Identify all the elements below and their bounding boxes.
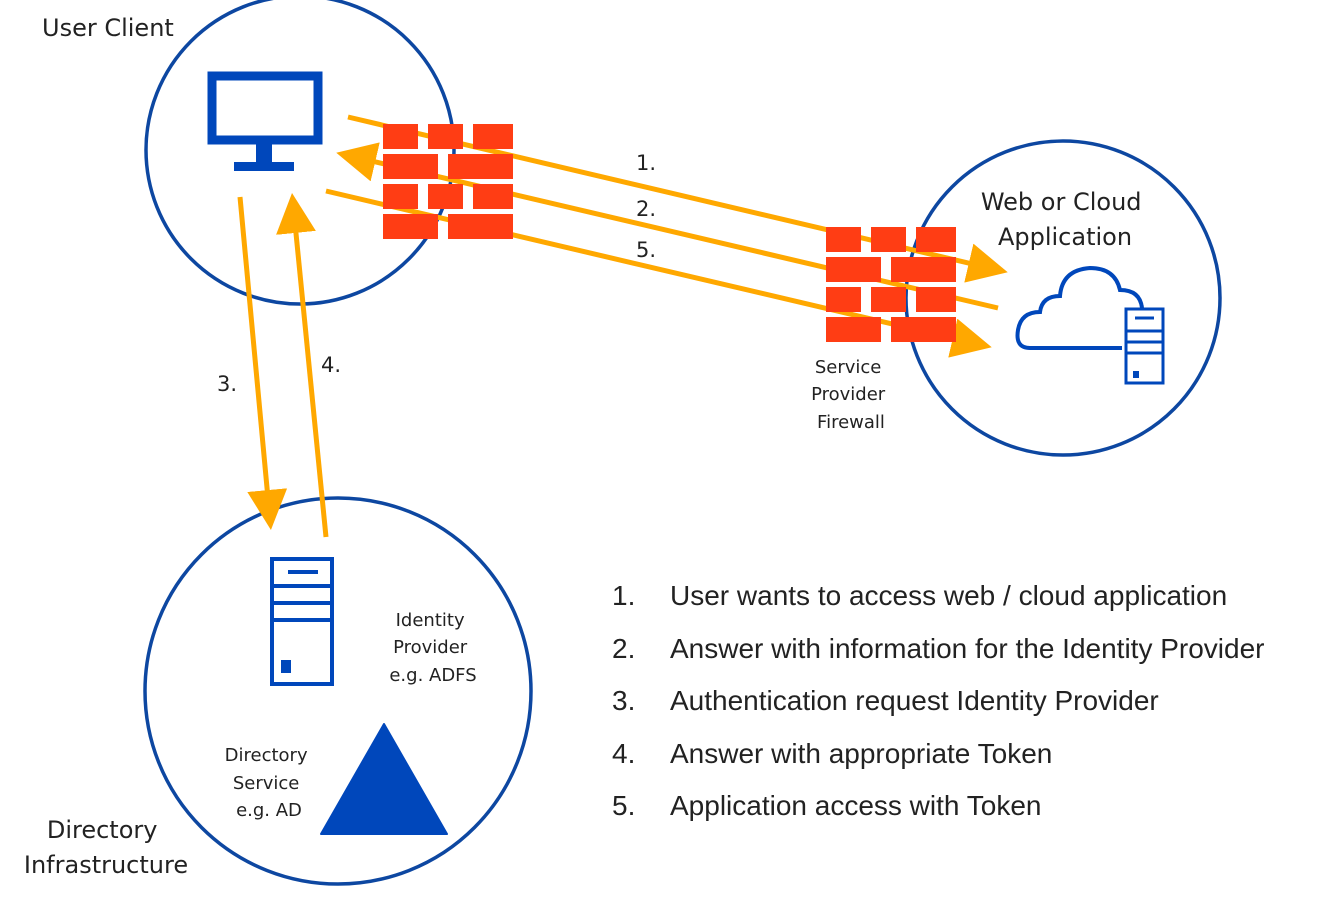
- provider-firewall-label: Service Provider Firewall: [811, 357, 891, 433]
- arrow-label-4: 4.: [321, 353, 341, 377]
- legend-number: 1.: [612, 580, 636, 611]
- legend-text: Answer with information for the Identity…: [670, 632, 1265, 664]
- identity-provider-label-line: e.g. ADFS: [389, 665, 476, 686]
- directory-infrastructure-label-line: Directory: [47, 816, 158, 844]
- legend-text: Application access with Token: [670, 790, 1042, 821]
- legend-item: 5. Application access with Token: [612, 790, 1332, 843]
- triangle-icon: [320, 723, 448, 835]
- legend-item: 3. Authentication request Identity Provi…: [612, 685, 1332, 738]
- arrow-label-2: 2.: [636, 197, 656, 221]
- server-icon: [270, 557, 334, 686]
- web-app-label-line: Application: [998, 223, 1132, 251]
- web-app-label: Web or Cloud Application: [981, 188, 1149, 251]
- flow-arrows: [237, 114, 1008, 538]
- identity-provider-label-line: Provider: [393, 637, 468, 658]
- directory-service-label-line: e.g. AD: [236, 800, 302, 821]
- legend-item: 1. User wants to access web / cloud appl…: [612, 580, 1332, 633]
- directory-service-label-line: Directory: [225, 745, 308, 766]
- legend-number: 2.: [612, 632, 636, 664]
- user-client-label: User Client: [42, 14, 174, 42]
- cloud-server-icon: [1015, 265, 1165, 385]
- directory-service-label: Directory Service e.g. AD: [225, 745, 314, 821]
- arrow-label-3: 3.: [217, 372, 237, 396]
- arrow-step-4: [276, 193, 329, 538]
- legend-text: Authentication request Identity Provider: [670, 685, 1159, 716]
- provider-firewall-label-line: Service: [815, 357, 882, 378]
- monitor-icon: [207, 71, 323, 171]
- directory-infrastructure-label: Directory Infrastructure: [24, 816, 188, 879]
- directory-infrastructure-label-line: Infrastructure: [24, 851, 188, 879]
- directory-service-label-line: Service: [233, 773, 300, 794]
- step-legend: 1. User wants to access web / cloud appl…: [612, 580, 1332, 843]
- identity-provider-label: Identity Provider e.g. ADFS: [389, 610, 476, 686]
- identity-provider-label-line: Identity: [396, 610, 465, 631]
- legend-number: 3.: [612, 685, 636, 716]
- provider-firewall-label-line: Provider: [811, 384, 886, 405]
- legend-number: 5.: [612, 790, 636, 821]
- legend-text: Answer with appropriate Token: [670, 737, 1053, 769]
- web-app-label-line: Web or Cloud: [981, 188, 1142, 216]
- provider-firewall-label-line: Firewall: [817, 412, 885, 433]
- legend-number: 4.: [612, 737, 636, 769]
- arrow-label-1: 1.: [636, 151, 656, 175]
- legend-text: User wants to access web / cloud applica…: [670, 580, 1228, 611]
- arrow-step-3: [237, 196, 288, 530]
- user-client-zone: [144, 0, 456, 306]
- directory-zone: [143, 496, 533, 886]
- arrow-label-5: 5.: [636, 238, 656, 262]
- legend-item: 4. Answer with appropriate Token: [612, 738, 1332, 791]
- arrow-step-2: [336, 142, 999, 311]
- legend-item: 2. Answer with information for the Ident…: [612, 633, 1332, 686]
